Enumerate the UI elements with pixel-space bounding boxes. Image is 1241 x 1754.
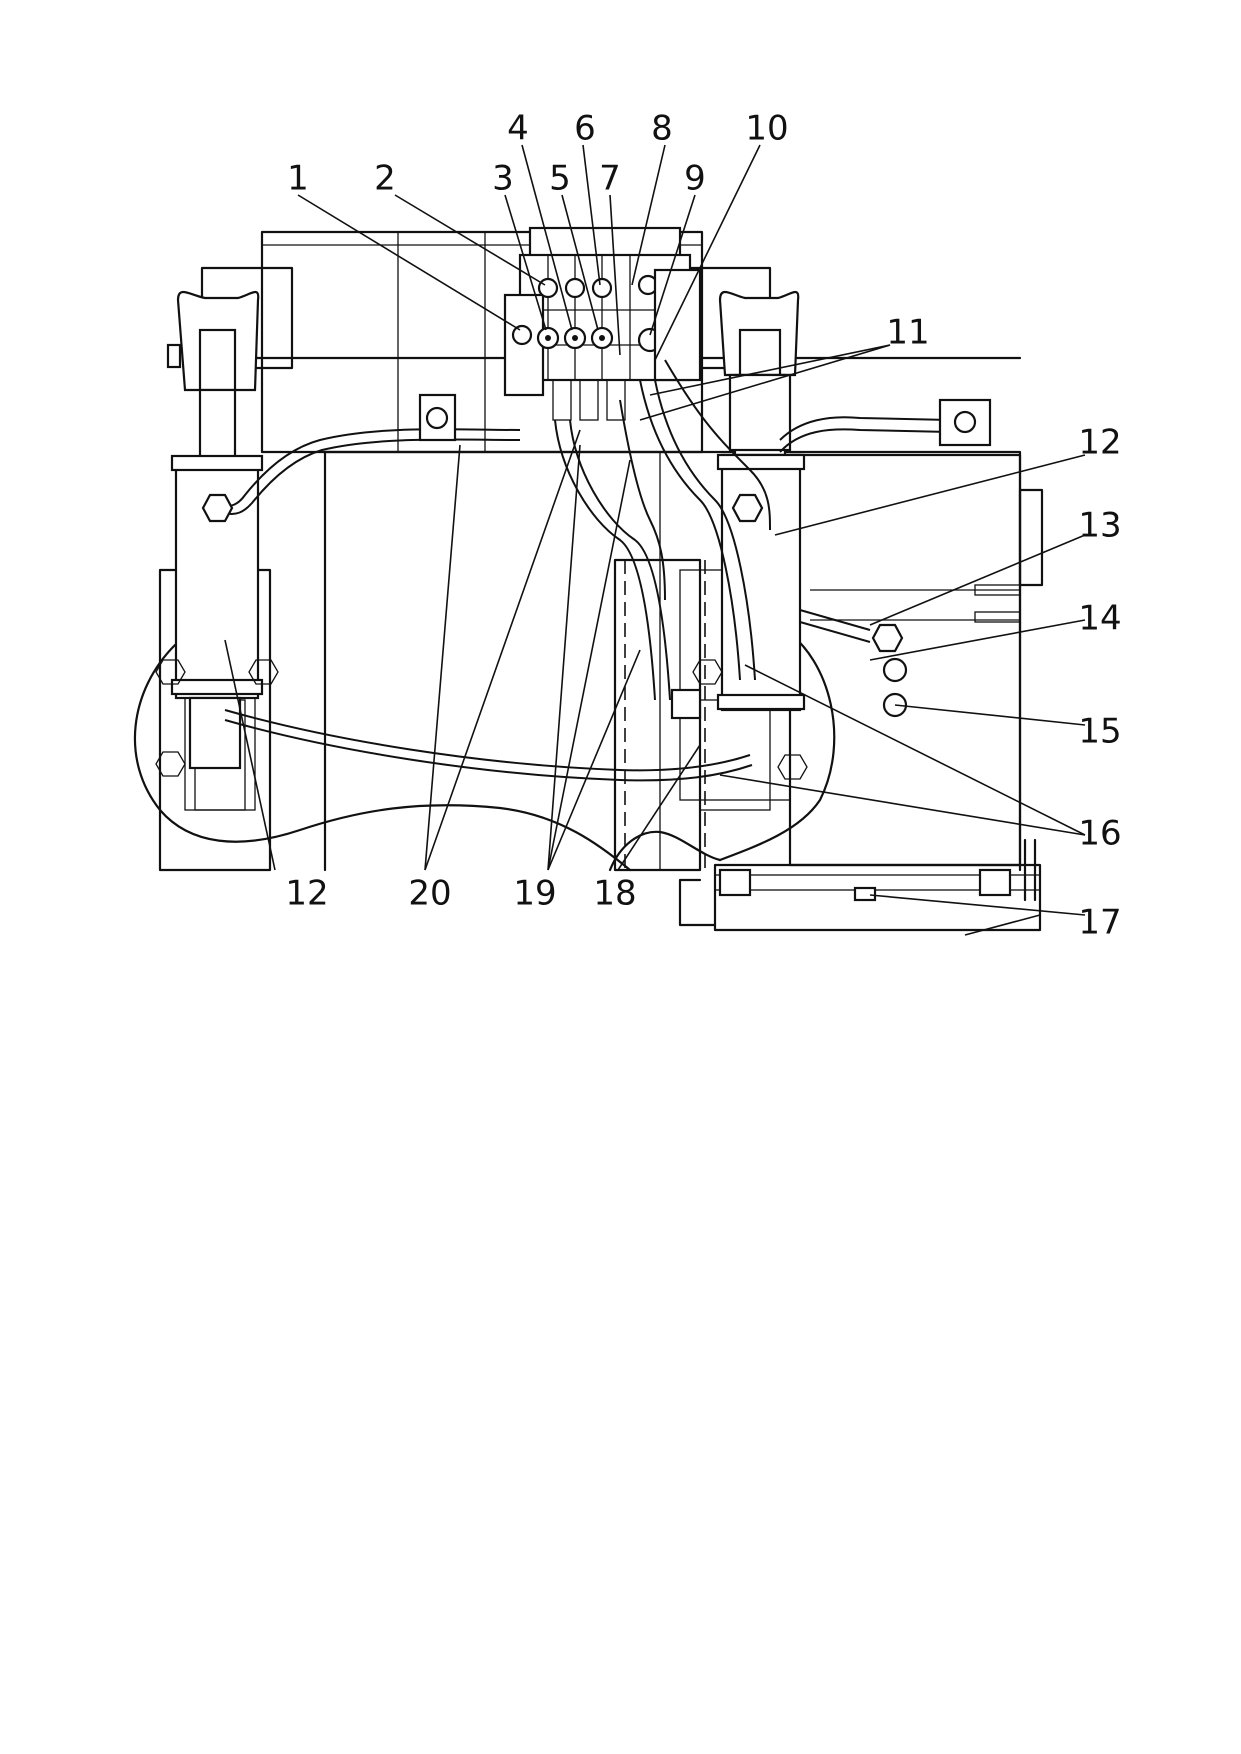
callout-18: 18 <box>593 874 636 914</box>
callout-10: 10 <box>745 109 788 149</box>
fittings <box>201 393 992 720</box>
callout-12-right: 12 <box>1078 423 1121 463</box>
callout-3: 3 <box>492 159 514 199</box>
callout-2: 2 <box>374 159 396 199</box>
callout-leaders <box>224 144 1086 936</box>
callout-15: 15 <box>1078 712 1121 752</box>
callout-1: 1 <box>287 159 309 199</box>
callout-20: 20 <box>408 874 451 914</box>
callout-16: 16 <box>1078 814 1121 854</box>
callout-11: 11 <box>886 313 929 353</box>
callout-12-left: 12 <box>285 874 328 914</box>
right-lift-cylinder <box>692 290 808 780</box>
hydraulic-hoses <box>219 359 951 782</box>
callout-4: 4 <box>507 109 529 149</box>
bottom-base-plate <box>678 838 1042 932</box>
callout-6: 6 <box>574 109 596 149</box>
callout-19: 19 <box>513 874 556 914</box>
callout-13: 13 <box>1078 506 1121 546</box>
callout-17: 17 <box>1078 903 1121 943</box>
callout-7: 7 <box>599 159 621 199</box>
callout-9: 9 <box>684 159 706 199</box>
left-lift-cylinder <box>155 290 279 777</box>
callout-5: 5 <box>549 159 571 199</box>
callout-labels: 1 2 3 4 5 6 7 8 9 10 11 12 12 13 14 15 1… <box>285 109 1121 943</box>
callout-14: 14 <box>1078 599 1121 639</box>
callout-8: 8 <box>651 109 673 149</box>
